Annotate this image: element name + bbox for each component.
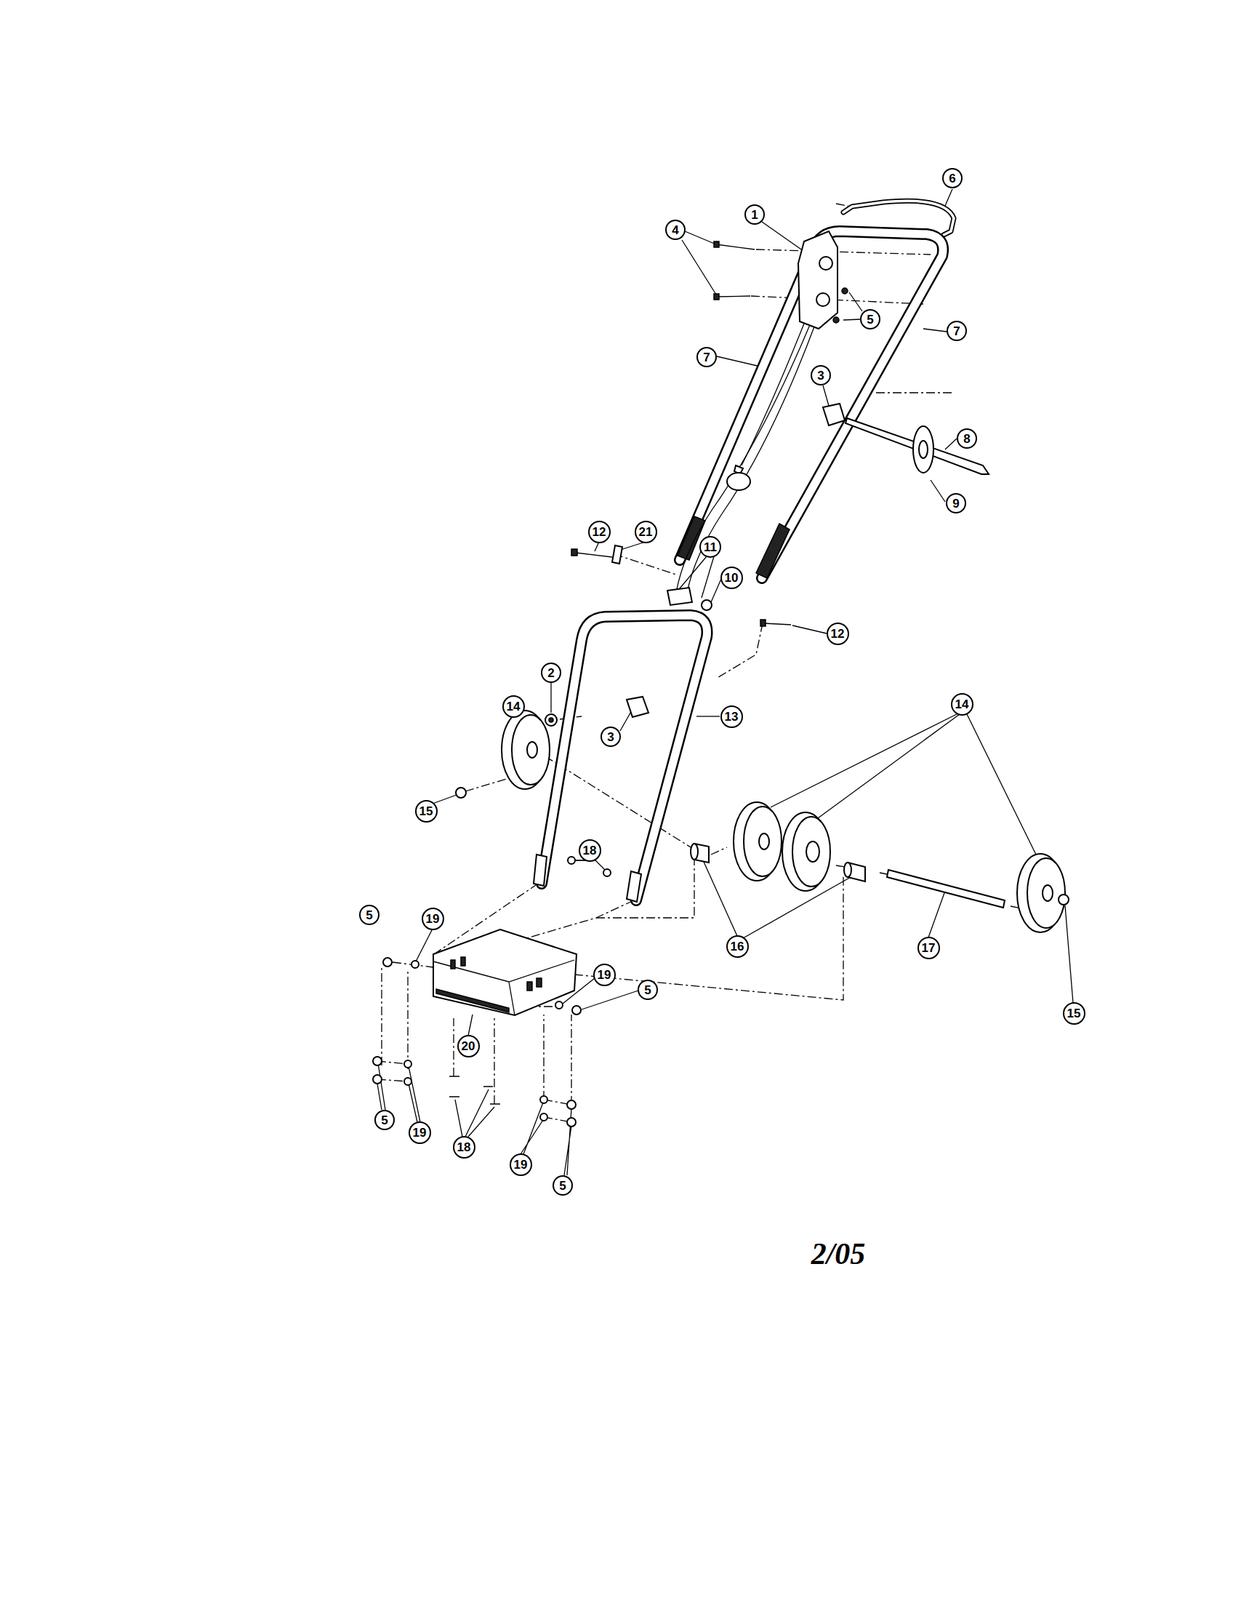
callout-text: 18 [457,1140,472,1154]
callout-number: 10 [720,566,743,589]
callout-number: 20 [457,1034,480,1058]
callout-number: 12 [826,622,850,645]
callout-text: 7 [953,324,960,338]
callout-number: 5 [637,979,658,1000]
callout-text: 5 [559,1179,566,1192]
callout-number: 16 [726,934,749,958]
callout-text: 15 [1067,1006,1082,1020]
callout-text: 5 [644,983,651,996]
assembly-lines [377,203,1062,1122]
callout-text: 10 [724,571,739,584]
bracket [433,929,577,1015]
callout-text: 15 [419,804,434,818]
hardware [372,856,611,1127]
callout-number: 5 [860,308,881,330]
callout-text: 12 [592,525,607,538]
callout-text: 5 [380,1113,388,1127]
callout-number: 17 [917,936,941,959]
callout-number: 3 [810,364,831,386]
callout-number: 19 [421,907,445,930]
callout-text: 3 [817,369,824,382]
wheels [501,710,1066,933]
callout-number: 15 [1062,1001,1086,1025]
callout-text: 3 [607,730,614,743]
callout-text: 11 [703,540,717,554]
callout-number: 15 [415,799,438,823]
callout-text: 18 [583,844,597,857]
callout-number: 9 [945,492,967,514]
callout-number: 12 [588,520,611,544]
callout-number: 18 [452,1135,476,1159]
callout-text: 14 [955,697,970,711]
callout-text: 21 [639,525,653,538]
lower-handle [533,615,708,902]
callout-number: 7 [696,346,717,368]
callout-text: 19 [513,1158,528,1171]
callout-text: 12 [830,627,845,640]
pins [713,241,755,300]
callout-number: 13 [720,705,743,728]
callout-text: 19 [597,968,612,981]
callout-number: 21 [634,520,658,544]
callout-number: 19 [593,963,616,986]
callout-number: 14 [950,692,974,716]
control-housing [798,231,848,329]
callout-text: 4 [671,223,679,237]
callout-text: 5 [866,313,874,326]
callout-text: 19 [426,912,440,925]
callout-text: 14 [506,700,521,713]
control-cable [676,319,816,593]
callout-text: 13 [724,710,739,723]
upper-handle [677,231,943,578]
callout-text: 5 [365,908,373,922]
axle-parts [455,787,1069,908]
small-parts-middle [545,545,791,726]
callout-text: 6 [948,172,956,185]
callout-text: 8 [963,432,970,445]
callout-number: 19 [408,1121,432,1144]
callout-text: 17 [921,941,936,954]
callout-number: 2 [540,662,562,683]
callout-text: 2 [547,666,554,680]
date-code: 2/05 [811,1238,866,1269]
callout-number: 6 [942,167,963,189]
callout-text: 1 [750,208,758,222]
callout-number: 1 [744,204,765,225]
callout-number: 11 [699,535,722,558]
callout-number: 5 [359,904,380,925]
callout-text: 7 [703,351,710,364]
small-parts-upper [822,403,989,475]
callout-text: 16 [730,940,745,953]
leader-lines [377,189,1074,1175]
callout-text: 19 [412,1126,427,1139]
callout-number: 3 [600,726,621,747]
callout-number: 5 [374,1109,395,1130]
callout-number: 18 [578,838,602,862]
callout-number: 19 [509,1153,533,1176]
callout-number: 14 [502,695,525,718]
callout-text: 9 [952,497,959,510]
callout-text: 20 [461,1039,476,1052]
callout-number: 8 [956,428,978,449]
callout-number: 5 [552,1174,573,1196]
callout-number: 4 [665,219,686,240]
callout-number: 7 [946,320,967,341]
